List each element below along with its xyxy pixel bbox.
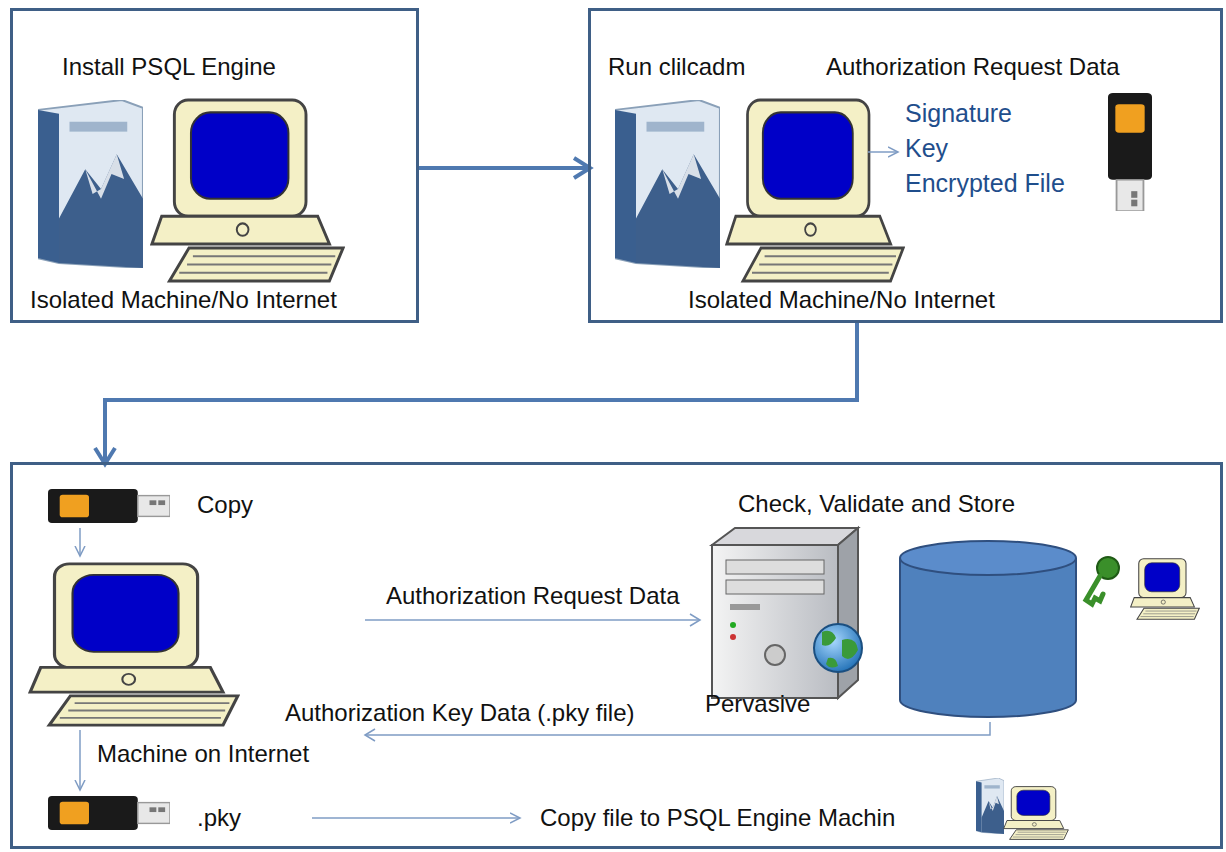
illustration-part bbox=[814, 624, 862, 672]
illustration-part bbox=[1004, 787, 1069, 840]
illustration-part bbox=[868, 151, 898, 153]
node-text: Install PSQL Engine bbox=[62, 53, 276, 81]
node-text: Check, Validate and Store bbox=[738, 490, 1015, 518]
edge-label: Authorization Request Data bbox=[383, 582, 683, 610]
node-text: Isolated Machine/No Internet bbox=[688, 286, 995, 314]
illustration-part bbox=[30, 564, 238, 725]
node-text: Isolated Machine/No Internet bbox=[30, 286, 337, 314]
illustration-part bbox=[726, 560, 824, 574]
illustration-part bbox=[726, 580, 824, 594]
illustration-part bbox=[730, 634, 736, 640]
illustration-part bbox=[312, 817, 520, 819]
illustration-part bbox=[730, 604, 760, 610]
illustration-part bbox=[900, 558, 1076, 717]
illustration-part bbox=[730, 622, 736, 628]
illustration-part bbox=[48, 796, 170, 830]
edge-label: Authorization Key Data (.pky file) bbox=[282, 699, 638, 727]
step-panel: Run clilcadm Authorization Request DataSi… bbox=[588, 8, 1223, 323]
illustration-part bbox=[727, 100, 903, 281]
node-text: Pervasive bbox=[705, 690, 810, 718]
illustration-part bbox=[822, 631, 858, 668]
illustration-part bbox=[615, 100, 720, 268]
step-panel: Install PSQL EngineIsolated Machine/No I… bbox=[10, 8, 419, 323]
illustration-part bbox=[1086, 576, 1103, 604]
internet-machine: Machine on Internet bbox=[20, 575, 365, 775]
illustration-part bbox=[152, 100, 343, 281]
illustration-part bbox=[976, 778, 1004, 834]
illustration-part bbox=[1108, 93, 1152, 211]
pervasive-server: Check, Validate and StorePervasive bbox=[700, 485, 1095, 722]
node-text: Encrypted File bbox=[905, 169, 1065, 198]
node-text: Copy bbox=[197, 491, 253, 519]
node-text: Machine on Internet bbox=[97, 740, 309, 768]
node-text: Authorization Request Data bbox=[826, 53, 1120, 81]
node-text: Run clilcadm bbox=[608, 53, 745, 81]
illustration-part bbox=[79, 730, 81, 790]
node-text: Key bbox=[905, 134, 948, 163]
node-text: Copy file to PSQL Engine Machin bbox=[540, 804, 895, 832]
node-text: .pky bbox=[197, 804, 241, 832]
illustration-part bbox=[48, 489, 170, 523]
illustration-part bbox=[900, 541, 1076, 575]
step-panel: Copy .pky Copy file to PSQL Engine Machin M… bbox=[10, 462, 1223, 849]
illustration-part bbox=[38, 100, 143, 268]
illustration-part bbox=[712, 528, 858, 545]
illustration-part bbox=[765, 645, 785, 665]
illustration-part bbox=[79, 528, 81, 556]
illustration-part bbox=[1108, 93, 1152, 211]
node-text: Signature bbox=[905, 99, 1012, 128]
flow-arrow bbox=[419, 166, 588, 170]
illustration-part bbox=[1131, 559, 1200, 620]
flow-arrow bbox=[105, 323, 857, 462]
flow-arrow bbox=[365, 619, 700, 621]
illustration-part bbox=[712, 545, 838, 698]
